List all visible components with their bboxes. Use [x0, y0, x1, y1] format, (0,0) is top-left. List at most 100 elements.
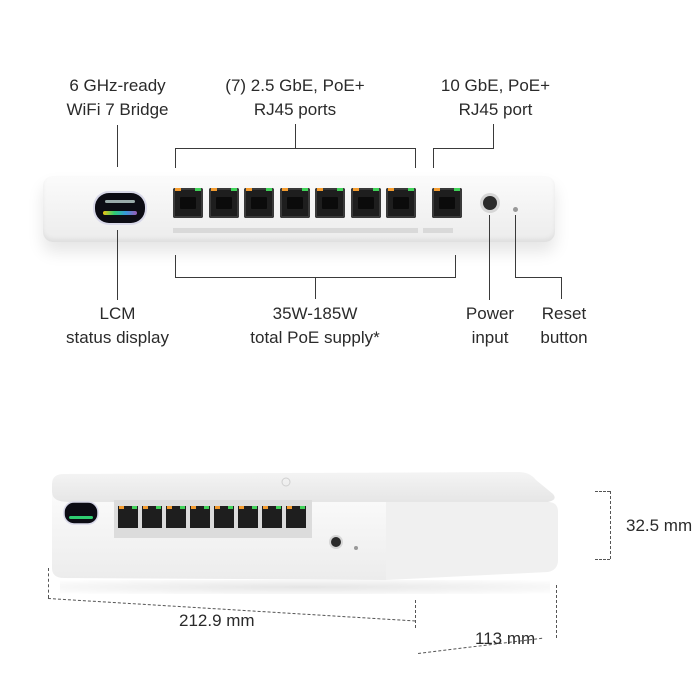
reset-leader-v2 — [561, 277, 562, 299]
iso-link-led — [132, 506, 137, 509]
ports-25-bracket-r — [415, 148, 416, 168]
width-dim-right — [415, 600, 416, 628]
power-label: Power input — [455, 302, 525, 350]
lcm-label-line2: status display — [66, 328, 169, 347]
iso-shadow — [60, 580, 550, 594]
height-dim-bottom — [595, 559, 610, 560]
ports-25-bracket-h — [175, 148, 416, 149]
poe-led — [281, 188, 288, 191]
poe-supply-label-line1: 35W-185W — [272, 304, 358, 323]
iso-lcm-display — [63, 501, 99, 525]
width-dim-left — [48, 568, 49, 598]
height-dim-label: 32.5 mm — [626, 516, 693, 535]
link-led — [453, 188, 460, 191]
port-label-strip-25 — [173, 228, 418, 233]
port-25gbe — [173, 188, 203, 218]
iso-port-25gbe — [166, 506, 186, 528]
reset-leader-v — [515, 215, 516, 277]
iso-port-10gbe — [286, 506, 306, 528]
depth-dim-label: 113 mm — [475, 629, 536, 648]
iso-link-led — [180, 506, 185, 509]
bridge-leader — [117, 125, 118, 167]
poe-led — [175, 188, 181, 191]
iso-link-led — [156, 506, 161, 509]
poe-led — [388, 188, 394, 191]
poe-bracket-r — [455, 255, 456, 278]
iso-link-led — [228, 506, 233, 509]
poe-led — [317, 188, 323, 191]
reset-leader-h — [515, 277, 561, 278]
port-25gbe — [244, 188, 274, 218]
iso-poe-led — [143, 506, 148, 509]
lcm-text-line — [105, 200, 135, 203]
reset-label-line2: button — [540, 328, 588, 347]
port-10-label: 10 GbE, PoE+ RJ45 port — [428, 74, 563, 122]
iso-side-face — [386, 502, 558, 580]
port-25gbe — [279, 188, 310, 218]
ports-25-bracket-l — [175, 148, 176, 168]
lcm-status-bar — [103, 211, 137, 215]
port-10-bracket-l — [433, 148, 434, 168]
iso-lcm-bar — [69, 516, 93, 519]
poe-led — [246, 188, 252, 191]
port-25gbe — [350, 188, 381, 218]
port-label-strip-10 — [423, 228, 453, 233]
bridge-label-line1: 6 GHz-ready — [69, 76, 166, 95]
iso-port-25gbe — [142, 506, 162, 528]
link-led — [408, 188, 414, 191]
iso-port-group — [118, 506, 306, 528]
link-led — [230, 188, 237, 191]
ports-25-label: (7) 2.5 GbE, PoE+ RJ45 ports — [205, 74, 385, 122]
bridge-label: 6 GHz-ready WiFi 7 Bridge — [55, 74, 180, 122]
port-25gbe — [208, 188, 239, 218]
depth-dim-right — [556, 585, 557, 638]
power-jack — [483, 196, 497, 210]
poe-led — [210, 188, 217, 191]
poe-supply-label: 35W-185W total PoE supply* — [225, 302, 405, 350]
port-25gbe — [386, 188, 416, 218]
iso-poe-led — [191, 506, 196, 509]
link-led — [372, 188, 379, 191]
link-led — [337, 188, 343, 191]
iso-port-25gbe — [190, 506, 210, 528]
iso-link-led — [300, 506, 305, 509]
width-dim-label: 212.9 mm — [179, 611, 255, 630]
port-10-label-line1: 10 GbE, PoE+ — [440, 76, 551, 95]
iso-link-led — [204, 506, 209, 509]
iso-top-face — [52, 472, 555, 502]
iso-port-25gbe — [214, 506, 234, 528]
bridge-label-line2: WiFi 7 Bridge — [66, 100, 169, 119]
port-25gbe — [315, 188, 345, 218]
device-iso-view — [52, 472, 558, 580]
power-label-line1: Power — [465, 304, 515, 323]
lcm-leader — [117, 230, 118, 300]
ports-25-label-line1: (7) 2.5 GbE, PoE+ — [225, 76, 365, 95]
iso-poe-led — [167, 506, 172, 509]
height-dim-top — [595, 491, 610, 492]
lcm-display — [95, 193, 145, 223]
port-10-bracket-c — [493, 124, 494, 149]
iso-link-led — [276, 506, 281, 509]
iso-power-jack — [329, 535, 343, 549]
iso-logo — [281, 477, 291, 487]
port-10gbe — [431, 188, 462, 218]
ports-25-bracket-c — [295, 124, 296, 148]
poe-bracket-c — [315, 277, 316, 299]
iso-poe-led — [287, 506, 292, 509]
lcm-label-line1: LCM — [99, 304, 136, 323]
reset-label: Reset button — [530, 302, 598, 350]
link-led — [301, 188, 308, 191]
port-10-label-line2: RJ45 port — [458, 100, 533, 119]
power-leader — [489, 215, 490, 300]
iso-poe-led — [239, 506, 244, 509]
iso-port-25gbe — [238, 506, 258, 528]
link-led — [266, 188, 272, 191]
iso-poe-led — [119, 506, 124, 509]
height-dim-vert — [610, 491, 611, 559]
iso-poe-led — [263, 506, 268, 509]
poe-bracket-l — [175, 255, 176, 278]
port-10-bracket-h — [433, 148, 493, 149]
ports-25-label-line2: RJ45 ports — [253, 100, 337, 119]
poe-supply-label-line2: total PoE supply* — [250, 328, 380, 347]
iso-port-25gbe — [262, 506, 282, 528]
